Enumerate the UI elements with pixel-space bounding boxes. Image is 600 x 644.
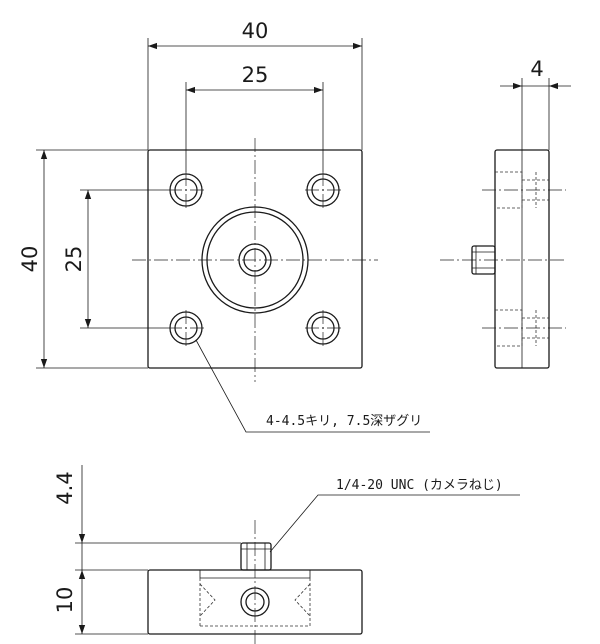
hole-bottom-left: [168, 310, 204, 346]
bottom-body: [147, 569, 363, 635]
dim-side-thickness-label: 4: [530, 57, 543, 81]
hole-callout-leader: [195, 339, 430, 433]
dim-pitch-y-label: 25: [62, 246, 86, 273]
hole-top-left: [168, 172, 204, 208]
hole-top-right: [305, 172, 341, 208]
front-view: 40 25 40 25 4-4.5キリ, 7.5深ザグリ: [18, 19, 430, 433]
dim-screw-protrusion-label: 4.4: [53, 471, 77, 504]
bottom-screw: [240, 542, 272, 571]
hole-bottom-right: [305, 310, 341, 346]
hole-callout-text: 4-4.5キリ, 7.5深ザグリ: [266, 414, 422, 429]
side-screw: [471, 245, 496, 275]
dim-height-label: 40: [18, 246, 42, 273]
center-boss: [201, 206, 309, 314]
screw-callout-text: 1/4-20 UNC (カメラねじ): [336, 478, 503, 493]
screw-callout-leader: [269, 494, 520, 553]
side-view: 4: [440, 57, 571, 369]
bottom-view: 4.4 10 1/4-20 UNC (カメラねじ): [53, 465, 520, 644]
dim-width-label: 40: [242, 19, 269, 43]
dim-pitch-x-label: 25: [242, 63, 269, 87]
dim-plate-thickness-label: 10: [53, 587, 77, 614]
